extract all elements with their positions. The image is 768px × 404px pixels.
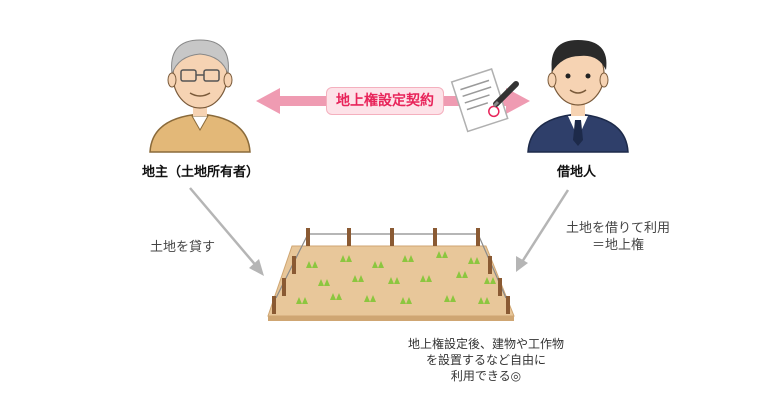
borrow-note-line-1: 土地を借りて利用 — [565, 221, 670, 236]
usage-note-line-1: 地上権設定後、建物や工作物 — [407, 337, 564, 351]
contract-label: 地上権設定契約 — [326, 87, 444, 115]
landowner-avatar — [149, 39, 251, 153]
borrow-arrow — [516, 189, 570, 272]
lend-arrow — [189, 187, 264, 276]
usage-note-line-3: 利用できる◎ — [450, 369, 522, 383]
fence — [272, 228, 510, 314]
borrow-note-line-2: ＝地上権 — [591, 238, 644, 253]
pen-icon — [492, 81, 519, 108]
contract-document-icon — [450, 68, 509, 133]
borrow-note: 土地を借りて利用 ＝地上権 — [555, 220, 681, 254]
usage-note: 地上権設定後、建物や工作物 を設置するなど自由に 利用できる◎ — [380, 336, 592, 384]
sprouts — [296, 251, 496, 304]
landowner-label: 地主（土地所有者） — [142, 165, 260, 180]
lessee-label: 借地人 — [557, 165, 597, 180]
usage-note-line-2: を設置するなど自由に — [425, 353, 546, 367]
lend-note: 土地を貸す — [150, 240, 216, 255]
lessee-avatar — [527, 40, 629, 153]
